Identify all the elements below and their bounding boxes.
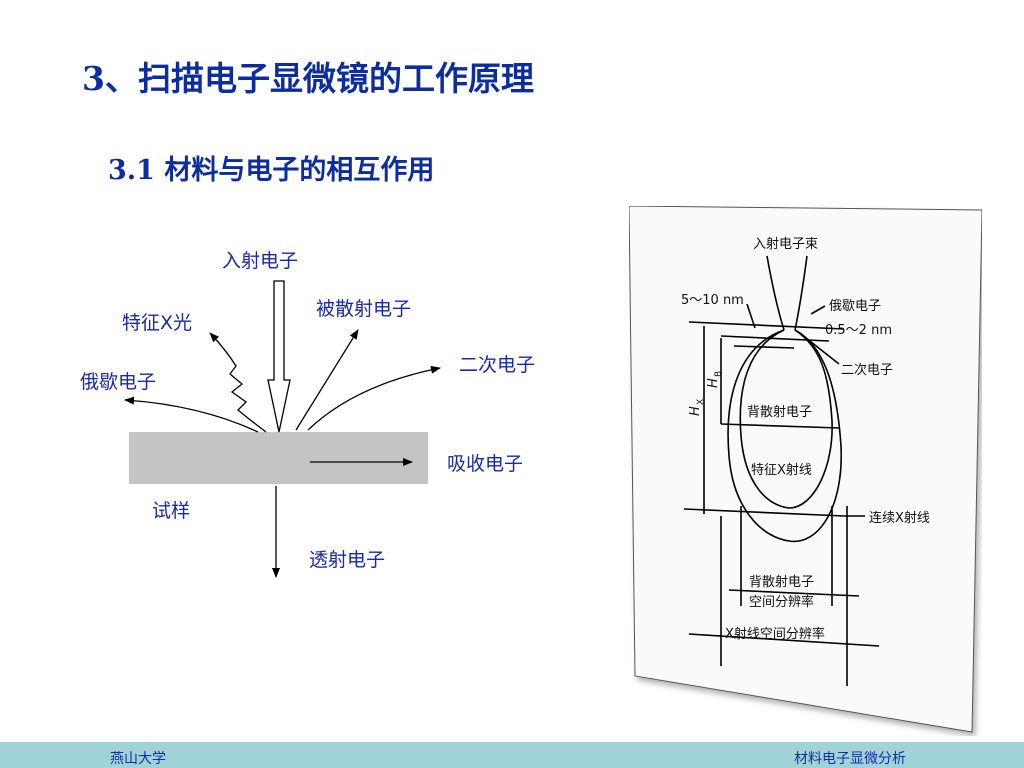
card-label-auger: 俄歇电子 <box>829 299 881 314</box>
card-paper <box>629 206 982 733</box>
card-label-x-res: X射线空间分辨率 <box>725 626 825 642</box>
card-label-char-x: 特征X射线 <box>751 462 812 478</box>
card-label-backscatter: 背散射电子 <box>747 404 812 420</box>
inner-volume <box>739 329 833 509</box>
label-auger-electron: 俄歇电子 <box>80 371 157 393</box>
incident-arrow <box>267 280 291 433</box>
card-label-beam: 入射电子束 <box>753 236 818 252</box>
card-label-bs-res-1: 背散射电子 <box>749 574 814 590</box>
auger-arrow <box>124 396 259 433</box>
label-transmitted-electron: 透射电子 <box>309 549 386 571</box>
backscattered-arrow <box>295 329 359 431</box>
card-label-hx: H <box>688 406 703 416</box>
footer-right-text: 材料电子显微分析 <box>794 751 906 767</box>
label-secondary-electron: 二次电子 <box>459 354 536 376</box>
interaction-volume-card: 入射电子束 5～10 nm 俄歇电子 0.5～2 nm 二次电子 背散射电子 特… <box>629 206 982 733</box>
outer-volume <box>727 329 842 543</box>
sample-block <box>129 432 428 484</box>
label-characteristic-x: 特征X光 <box>122 312 193 334</box>
label-backscattered-electron: 被散射电子 <box>316 298 412 320</box>
card-label-range2: 0.5～2 nm <box>825 323 892 338</box>
page-title: 3、扫描电子显微镜的工作原理 <box>82 59 534 98</box>
beam-lines <box>766 255 808 331</box>
card-label-bs-res-2: 空间分辨率 <box>749 594 814 610</box>
secondary-arrow <box>307 365 441 431</box>
card-label-secondary: 二次电子 <box>841 362 893 378</box>
footer-left-text: 燕山大学 <box>110 751 166 767</box>
card-label-cont-x: 连续X射线 <box>869 510 930 526</box>
label-absorbed-electron: 吸收电子 <box>447 453 524 475</box>
label-incident-electron: 入射电子 <box>222 250 299 272</box>
characteristic-x-squiggle <box>209 332 267 433</box>
card-label-hx-sub: X <box>696 399 706 405</box>
section-subtitle: 3.1 材料与电子的相互作用 <box>108 155 435 186</box>
label-sample: 试样 <box>152 500 191 522</box>
card-label-hb: H <box>706 378 721 388</box>
card-label-range1: 5～10 nm <box>681 293 744 308</box>
footer-bar: 燕山大学 材料电子显微分析 <box>0 742 1024 768</box>
card-label-hb-sub: B <box>714 371 724 377</box>
